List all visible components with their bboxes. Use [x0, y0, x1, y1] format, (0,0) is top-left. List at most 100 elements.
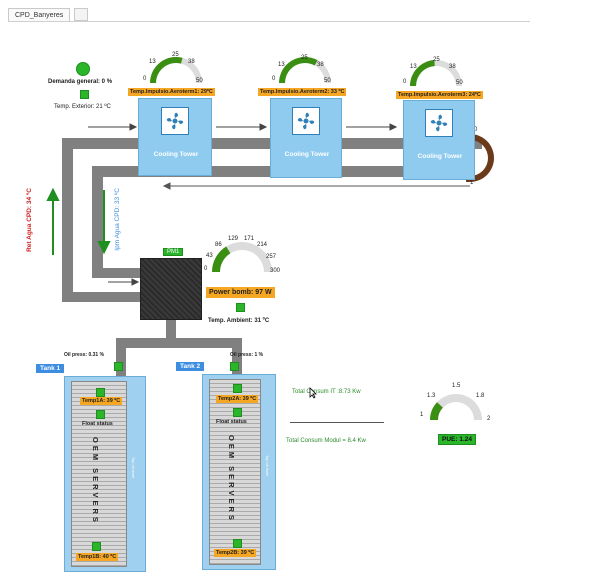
tower2-temp-label: Temp.Impulsio.Aeroterm2: 33 ºC	[258, 88, 347, 96]
pump-gauge-fill	[212, 246, 231, 272]
pipe-tank-split	[116, 338, 242, 348]
new-tab-icon[interactable]	[74, 8, 88, 21]
tower3-gauge-fill	[409, 60, 435, 86]
tower3-tick-50: 50	[456, 80, 463, 86]
tower1-temp-label: Temp.Impulsio.Aeroterm1: 29ºC	[128, 88, 215, 96]
tower2-tick-13: 13	[278, 62, 285, 68]
tower1-tick-0: 0	[143, 76, 147, 82]
temp-exterior-indicator	[80, 90, 89, 99]
ambient-indicator	[236, 303, 245, 312]
pump-tick-300: 300	[270, 268, 281, 274]
arrow-top-2	[216, 123, 268, 131]
tower3-tick-38: 38	[449, 64, 456, 70]
tower1-tick-13: 13	[149, 59, 156, 65]
tower2-gauge	[279, 56, 331, 83]
pump-body[interactable]	[140, 258, 202, 320]
tank1-temp-a: Temp1A: 39 ºC	[80, 397, 123, 405]
tank2-oil-indicator	[230, 362, 239, 371]
tank1-float-indicator	[96, 410, 105, 419]
tank1-oil-press: Oil press: 0.31 %	[64, 352, 105, 358]
tank1-label[interactable]: Tank 1	[36, 364, 65, 373]
pipe-left-outer	[62, 138, 73, 300]
loop-label-top: 0	[474, 127, 478, 133]
tower3-tick-0: 0	[403, 79, 407, 85]
pump-tick-129: 129	[228, 236, 239, 242]
tank2-rack[interactable]: OEM SERVERS Top oil level	[202, 374, 276, 570]
pump-tick-86: 86	[215, 242, 222, 248]
tower3-tick-13: 13	[410, 64, 417, 70]
fan-blades	[166, 112, 184, 130]
total-consum-it: Total Consum IT :8.73 Kw	[292, 389, 361, 395]
pipe-pump-down	[166, 318, 176, 342]
tank1-top-oil: Top oil level	[131, 457, 136, 478]
fan-icon	[161, 107, 189, 135]
pue-value: PUE: 1.24	[438, 434, 476, 445]
cooling-tower-1[interactable]: Cooling Tower	[138, 98, 212, 176]
temp-exterior-label: Temp. Exterior: 21 ºC	[54, 104, 111, 110]
pue-gauge	[430, 394, 482, 420]
demanda-label: Demanda general: 0 %	[48, 79, 113, 85]
tank2-top-oil: Top oil level	[265, 455, 270, 476]
tank2-temp-a: Temp2A: 39 ºC	[216, 395, 259, 403]
fan-blades	[430, 114, 448, 132]
fan-blades	[297, 112, 315, 130]
arrow-pump-in	[108, 278, 140, 286]
tower2-tick-25: 25	[301, 55, 308, 61]
arrow-top-3	[346, 123, 398, 131]
arrow-top-1	[88, 123, 138, 131]
tower2-tick-0: 0	[272, 76, 276, 82]
arrow-return	[162, 182, 470, 190]
pue-tick-1-3: 1.3	[427, 393, 436, 399]
pipe-bottom-outer	[62, 292, 144, 302]
tank1-temp-a-indicator	[96, 388, 105, 397]
pump-tick-43: 43	[206, 253, 213, 259]
pipe-left-inner	[92, 166, 103, 272]
tab-divider	[8, 21, 530, 22]
tank1-temp-b: Temp1B: 40 ºC	[76, 553, 119, 561]
loop-label-bottom: 1	[470, 180, 474, 186]
tank1-oem-servers: OEM SERVERS	[91, 437, 100, 525]
tank2-label[interactable]: Tank 2	[176, 362, 205, 371]
tank2-oem-servers: OEM SERVERS	[227, 435, 236, 523]
pipe-tank1-down	[116, 338, 126, 376]
ipm-agua-label: Ipm Agua CPD: 33 ºC	[114, 188, 121, 251]
total-consum-modul: Total Consum Modul = 8.4 Kw	[286, 438, 366, 444]
pipe-bottom-inner	[92, 268, 144, 278]
pipe-tank2-down	[232, 338, 242, 376]
tower1-gauge-fill	[150, 57, 183, 83]
pue-tick-1: 1	[420, 412, 424, 418]
arrow-ret-up	[46, 187, 60, 255]
demanda-indicator	[76, 62, 90, 76]
tank2-float-status: Float status	[216, 419, 247, 425]
fan-icon	[292, 107, 320, 135]
pump-tick-214: 214	[257, 242, 268, 248]
tank2-temp-b: Temp2B: 39 ºC	[214, 549, 257, 557]
cursor-icon	[309, 387, 317, 399]
cooling-tower-label: Cooling Tower	[417, 153, 463, 160]
tower2-gauge-fill	[279, 56, 318, 83]
ret-agua-label: Ret Agua CPD: 34 ºC	[26, 188, 33, 252]
pue-tick-1-8: 1.8	[476, 393, 485, 399]
tank1-temp-b-indicator	[92, 542, 101, 551]
tower3-temp-label: Temp.Impulsio.Aeroterm3: 24ºC	[396, 91, 483, 99]
cooling-tower-3[interactable]: Cooling Tower	[403, 100, 475, 180]
tab-cpd-banyeres[interactable]: CPD_Banyeres	[8, 8, 71, 22]
pue-gauge-track	[430, 394, 482, 420]
tank2-temp-b-indicator	[233, 539, 242, 548]
pump-tick-171: 171	[244, 236, 255, 242]
tank1-rack[interactable]: OEM SERVERS Top oil level	[64, 376, 146, 572]
pue-tick-1-5: 1.5	[452, 383, 461, 389]
tank2-float-indicator	[233, 408, 242, 417]
tank2-temp-a-indicator	[233, 384, 242, 393]
tower1-tick-25: 25	[172, 52, 179, 58]
tower1-tick-50: 50	[196, 78, 203, 84]
temp-ambient-label: Temp. Ambient: 31 ºC	[208, 318, 270, 324]
tower3-gauge	[409, 60, 462, 86]
tank1-float-status: Float status	[82, 421, 113, 427]
cooling-tower-label: Cooling Tower	[153, 151, 199, 158]
pump-tick-0: 0	[204, 266, 208, 272]
tower2-tick-50: 50	[324, 78, 331, 84]
cooling-tower-2[interactable]: Cooling Tower	[270, 98, 342, 178]
return-loop	[466, 134, 494, 182]
